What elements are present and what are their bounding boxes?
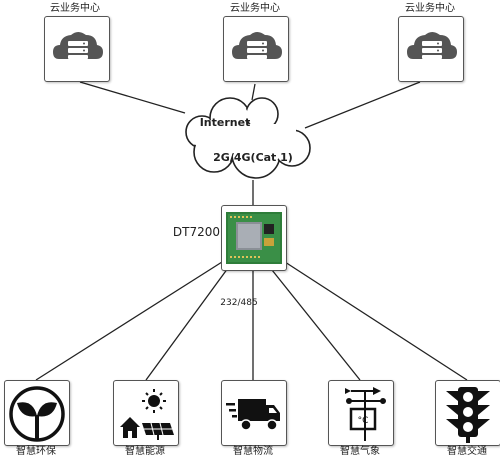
server-1-link	[79, 81, 186, 114]
app-1-link	[35, 261, 223, 381]
app-5-link	[284, 261, 468, 381]
cloud-server-box	[223, 16, 289, 82]
server-label: 云业务中心	[405, 3, 455, 14]
cloud-server-icon	[53, 32, 103, 59]
cloud-server-icon	[232, 32, 282, 59]
circuit-board-icon	[226, 212, 282, 264]
app-label: 智慧环保	[16, 446, 56, 457]
cloud-icon	[185, 97, 311, 179]
app-box-traffic	[435, 380, 500, 446]
app-box-energy	[113, 380, 179, 446]
cloud-server-icon	[407, 32, 457, 59]
traffic-light-icon	[446, 387, 490, 443]
app-box-weather: °C	[328, 380, 394, 446]
device-box	[221, 205, 287, 271]
server-3-link	[304, 81, 421, 129]
delivery-truck-icon	[226, 399, 280, 431]
svg-text:°C: °C	[358, 416, 369, 426]
interface-label: 232/485	[220, 298, 258, 308]
solar-house-icon	[120, 389, 174, 440]
server-label: 云业务中心	[230, 3, 280, 14]
server-label: 云业务中心	[50, 3, 100, 14]
server-2-link	[251, 83, 256, 101]
app-label: 智慧能源	[125, 446, 165, 457]
cloud-server-box	[44, 16, 110, 82]
device-name: DT7200	[172, 225, 220, 239]
app-box-environment	[4, 380, 70, 446]
leaf-sprout-icon	[9, 386, 65, 442]
weather-station-icon: °C	[345, 387, 386, 441]
app-label: 智慧气象	[340, 446, 380, 457]
app-4-link	[271, 269, 361, 381]
app-2-link	[145, 267, 229, 381]
cloud-server-box	[398, 16, 464, 82]
internet-label: Internet	[199, 116, 251, 129]
network-type-label: 2G/4G(Cat 1)	[213, 151, 293, 164]
app-label: 智慧交通	[447, 446, 487, 457]
app-box-logistics	[221, 380, 287, 446]
app-label: 智慧物流	[233, 446, 273, 457]
